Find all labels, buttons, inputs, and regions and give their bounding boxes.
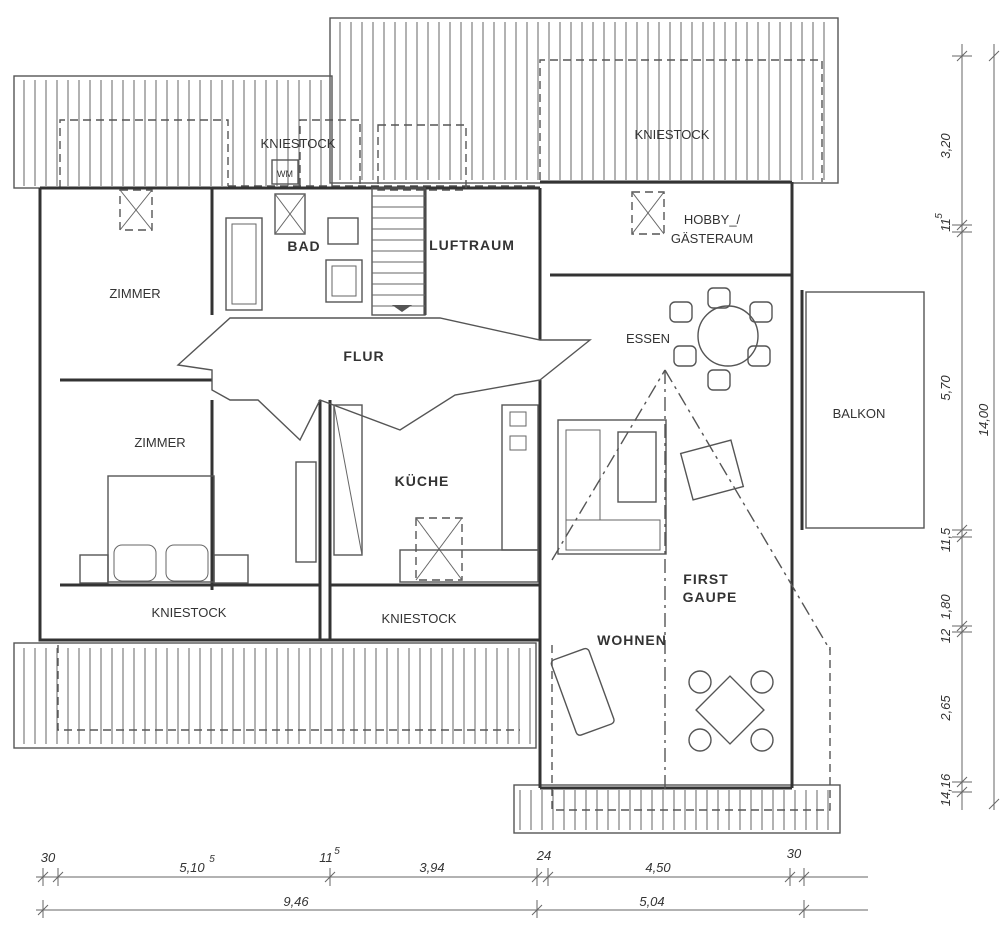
skylights <box>119 189 665 581</box>
walls <box>38 180 804 790</box>
dim-r-115: 11,5 <box>938 527 953 552</box>
dim-b-24: 24 <box>536 848 551 863</box>
dim-r-180: 1,80 <box>938 594 953 620</box>
dashed-outlines <box>57 59 831 811</box>
dim-b-394: 3,94 <box>419 860 444 875</box>
label-wm: WM <box>277 169 293 179</box>
label-hobby-2: GÄSTERAUM <box>671 231 753 246</box>
dim-b-30b: 30 <box>787 846 802 861</box>
hatch-line <box>988 798 1000 810</box>
dim-b-11: 11 <box>319 850 333 865</box>
label-kuche: KÜCHE <box>395 473 450 489</box>
label-balkon: BALKON <box>833 406 886 421</box>
dim-b-30a: 30 <box>41 850 56 865</box>
bottom-dimensions: 30 5,10 5 11 5 3,94 24 4,50 30 9,46 5,04 <box>36 846 868 918</box>
roof-hatching <box>13 17 841 834</box>
dim-r-12: 12 <box>938 628 953 643</box>
dim-r-1416: 14,16 <box>938 773 953 806</box>
dim-b-450: 4,50 <box>645 860 671 875</box>
label-zimmer-bottom: ZIMMER <box>134 435 185 450</box>
label-zimmer-top: ZIMMER <box>109 286 160 301</box>
label-luftraum: LUFTRAUM <box>429 237 515 253</box>
dim-b-946: 9,46 <box>283 894 309 909</box>
label-first-2: GAUPE <box>683 589 738 605</box>
kitchen-furniture <box>333 404 539 583</box>
dim-r-11-sup: 5 <box>934 213 945 219</box>
bedroom-furniture <box>79 461 317 584</box>
dim-b-510: 5,10 <box>179 860 205 875</box>
dim-r-1400: 14,00 <box>976 403 991 436</box>
hatch-line <box>988 50 1000 62</box>
label-hobby-1: HOBBY_/ <box>684 212 741 227</box>
dim-r-320: 3,20 <box>938 133 953 159</box>
dim-b-11-sup: 5 <box>334 846 340 857</box>
label-kniestock-bottom-mid: KNIESTOCK <box>382 611 457 626</box>
label-kniestock-bottom-left: KNIESTOCK <box>152 605 227 620</box>
label-essen: ESSEN <box>626 331 670 346</box>
label-bad: BAD <box>287 238 320 254</box>
dim-b-510-sup: 5 <box>209 854 215 865</box>
dim-r-265: 2,65 <box>938 695 953 722</box>
living-furniture <box>550 287 774 752</box>
label-kniestock-top-left: KNIESTOCK <box>261 136 336 151</box>
dim-r-11: 11 <box>938 218 953 232</box>
staircase <box>371 124 467 316</box>
room-labels: KNIESTOCK WM KNIESTOCK BAD LUFTRAUM HOBB… <box>109 127 885 648</box>
ridge-lines <box>551 369 831 790</box>
right-dimensions: 3,20 11 5 5,70 11,5 1,80 12 2,65 14,16 1… <box>934 44 1000 810</box>
label-flur: FLUR <box>343 348 384 364</box>
dim-b-504: 5,04 <box>639 894 664 909</box>
balcony <box>805 291 925 529</box>
dim-r-570: 5,70 <box>938 375 953 401</box>
label-kniestock-top-right: KNIESTOCK <box>635 127 710 142</box>
label-first-1: FIRST <box>683 571 728 587</box>
label-wohnen: WOHNEN <box>597 632 667 648</box>
bath-fixtures <box>225 159 363 311</box>
